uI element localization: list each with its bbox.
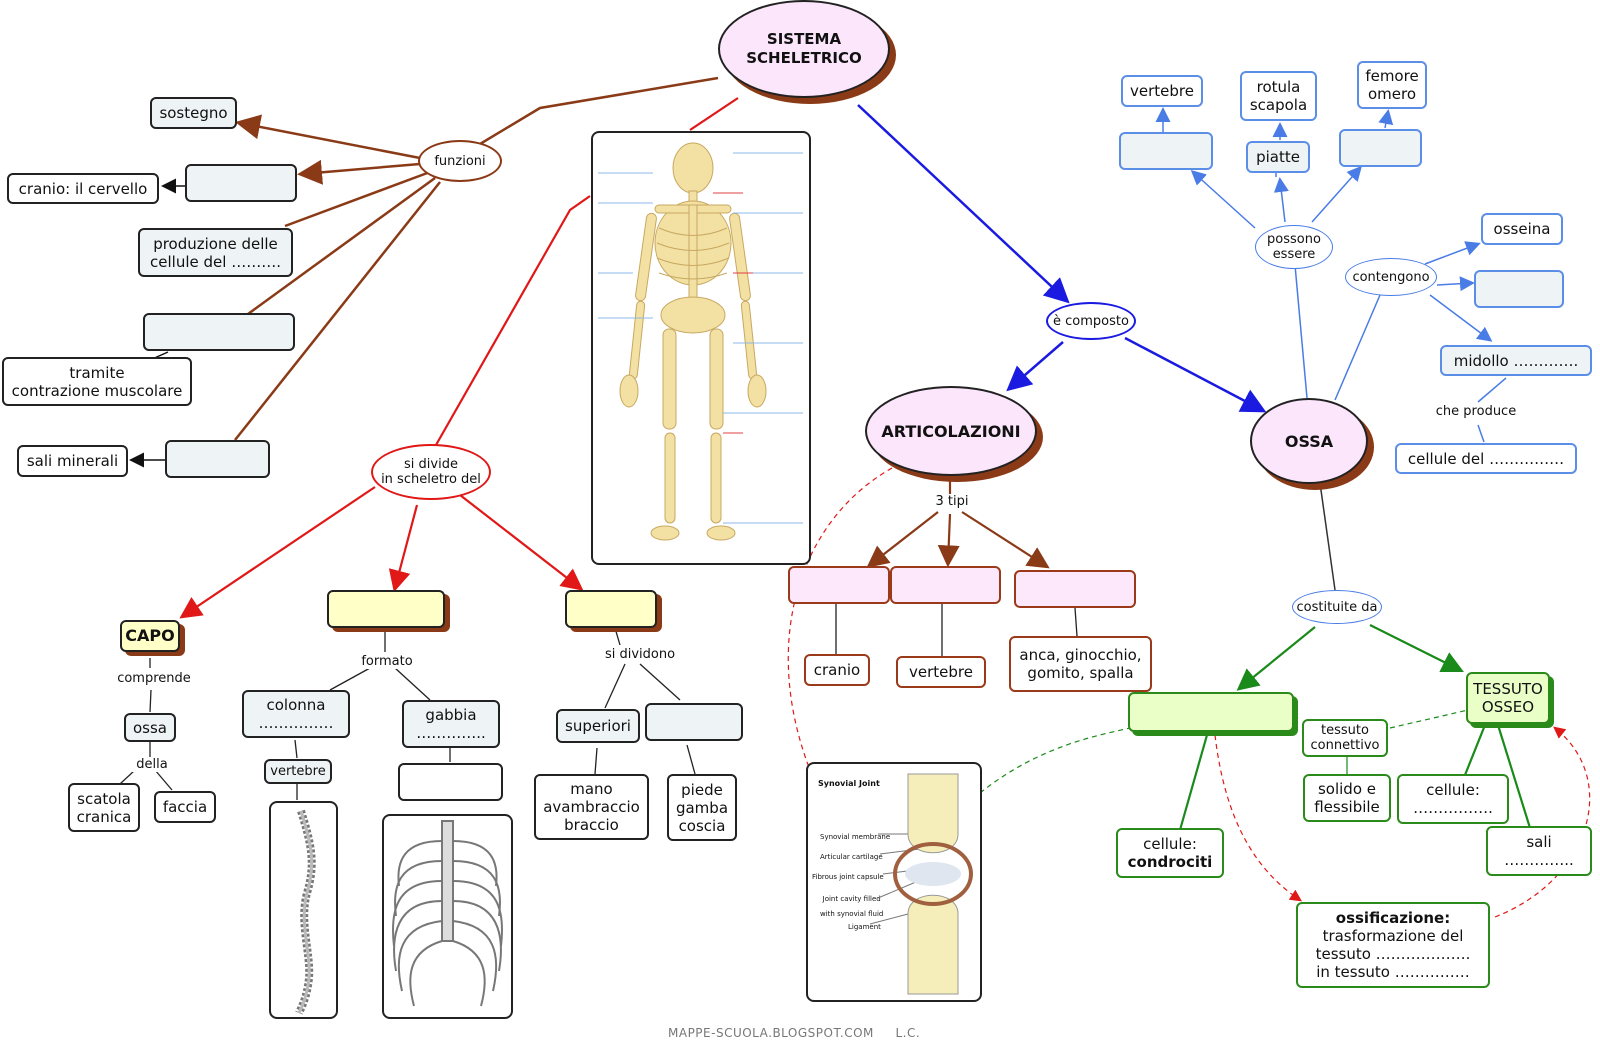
condrociti-prefix: cellule: [1143,835,1197,853]
composto-node[interactable]: è composto [1046,302,1136,340]
blank-inferiori-box[interactable] [645,703,743,741]
synovial-joint-title: Synovial Joint [818,779,880,788]
synovial-label-4: Joint cavity filled with synovial fluid [820,895,884,918]
spine-illustration [295,809,316,1015]
sali-minerali-box[interactable]: sali minerali [17,445,128,477]
solido-flessibile-box[interactable]: solido e flessibile [1303,774,1391,822]
che-produce-label: che produce [1430,404,1522,419]
blank-contenuto-box[interactable] [1474,270,1564,308]
ribcage-image [382,814,513,1019]
cranio-cervello-box[interactable]: cranio: il cervello [7,173,159,204]
sali-osseo-box[interactable]: sali ………….. [1486,826,1592,876]
ossificazione-title: ossificazione: [1335,909,1451,927]
synovial-illustration [869,773,973,995]
blank-funzione-5[interactable] [165,440,270,478]
blank-gabbia-sub[interactable] [398,763,503,801]
blank-funzione-4[interactable] [143,313,295,351]
blank-tronco-box[interactable] [327,590,445,628]
gabbia-box[interactable]: gabbia ………….. [402,700,500,748]
synovial-label-1: Synovial membrane [820,833,891,841]
ossa-vertebre-box[interactable]: vertebre [1121,75,1203,107]
costituite-da-node[interactable]: costituite da [1292,590,1382,624]
art-cranio-box[interactable]: cranio [804,654,870,686]
synovial-label-5: Ligament [848,923,881,931]
si-dividono-label: si dividono [598,647,682,662]
skeleton-image [591,131,811,565]
root-node[interactable]: SISTEMA SCHELETRICO [718,0,890,98]
cellule-osseo-box[interactable]: cellule: ……………. [1397,774,1509,824]
articolazioni-node[interactable]: ARTICOLAZIONI [865,386,1037,476]
contengono-node[interactable]: contengono [1345,258,1437,296]
colonna-box[interactable]: colonna …………… [242,690,350,738]
sostegno-box[interactable]: sostegno [150,97,237,129]
produzione-box[interactable]: produzione delle cellule del ………. [138,228,293,277]
si-divide-node[interactable]: si divide in scheletro del [371,444,491,500]
synovial-label-3: Fibrous joint capsule [812,873,884,881]
synovial-label-2: Articular cartilage [820,853,883,861]
tessuto-connettivo-box[interactable]: tessuto connettivo [1302,719,1388,757]
blank-brevi-box[interactable] [1119,132,1213,170]
femore-box[interactable]: femore omero [1357,61,1427,109]
blank-arti-box[interactable] [565,590,657,628]
scatola-cranica-box[interactable]: scatola cranica [68,783,140,832]
ribcage-illustration [391,820,504,1007]
possono-essere-node[interactable]: possono essere [1255,225,1333,269]
skeleton-illustration [598,142,803,541]
art-anca-box[interactable]: anca, ginocchio, gomito, spalla [1009,636,1152,692]
art-vertebre-box[interactable]: vertebre [896,656,986,688]
piatte-box[interactable]: piatte [1246,141,1310,173]
ossa-node[interactable]: OSSA [1250,398,1368,484]
blank-funzione-2[interactable] [185,164,297,202]
spine-image [269,801,338,1019]
ossificazione-box[interactable]: ossificazione: trasformazione del tessut… [1296,902,1490,988]
footer-credit: MAPPE-SCUOLA.BLOGSPOT.COM L.C. [668,1026,921,1040]
synovial-joint-image: Synovial Joint Synovial membrane Articul… [806,762,982,1002]
condrociti-box[interactable]: cellule: condrociti [1116,828,1224,878]
blank-tipo-1[interactable] [788,566,890,604]
capo-box[interactable]: CAPO [120,620,180,652]
comprende-label: comprende [114,671,194,686]
faccia-box[interactable]: faccia [154,791,216,823]
cellule-del-box[interactable]: cellule del …………… [1395,443,1577,474]
vertebre-left-box[interactable]: vertebre [264,759,332,784]
blank-tessuto-cartilagineo[interactable] [1128,692,1294,732]
blank-lunghe-box[interactable] [1339,129,1422,167]
condrociti-value: condrociti [1127,853,1213,871]
funzioni-node[interactable]: funzioni [418,140,502,182]
superiori-box[interactable]: superiori [556,709,640,743]
osseina-box[interactable]: osseina [1481,213,1563,245]
rotula-box[interactable]: rotula scapola [1240,71,1317,121]
ossa-box[interactable]: ossa [124,713,176,742]
tre-tipi-label: 3 tipi [927,494,977,509]
piede-box[interactable]: piede gamba coscia [667,774,737,841]
blank-tipo-3[interactable] [1014,570,1136,608]
formato-label: formato [352,654,422,669]
ossificazione-text: trasformazione del tessuto ………………. in te… [1315,927,1471,981]
tramite-box[interactable]: tramite contrazione muscolare [2,357,192,406]
della-label: della [130,757,174,772]
midollo-box[interactable]: midollo …………. [1440,345,1592,376]
blank-tipo-2[interactable] [890,566,1001,604]
tessuto-osseo-box[interactable]: TESSUTO OSSEO [1466,672,1550,724]
mano-box[interactable]: mano avambraccio braccio [534,774,649,840]
